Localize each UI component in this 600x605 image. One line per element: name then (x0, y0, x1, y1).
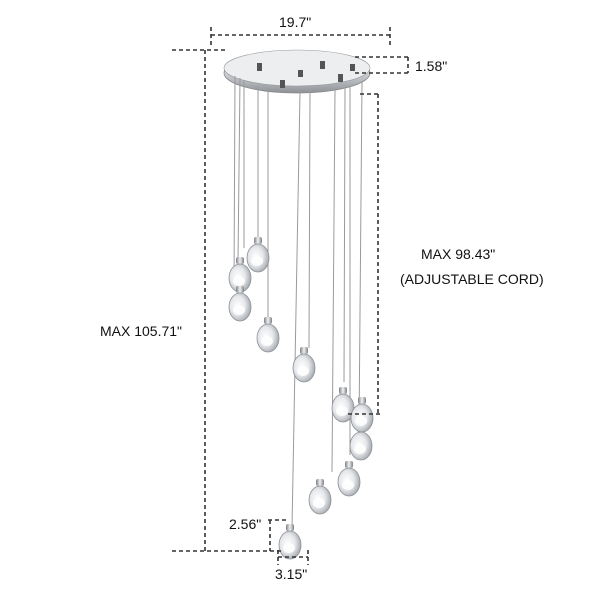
pendant-globe (350, 397, 374, 433)
pendant-cords (233, 75, 363, 529)
canopy-screw-icon (257, 63, 262, 71)
canopy-screw-icon (320, 61, 325, 69)
pendant-globe (308, 479, 332, 515)
pendant-globe (228, 286, 252, 322)
pendant-globe (256, 317, 280, 353)
max-cord-label: MAX 98.43" (421, 246, 496, 262)
max-height-label: MAX 105.71" (100, 323, 183, 339)
pendant-globe (337, 461, 361, 497)
pendant-globe (246, 237, 270, 273)
pendant-globe (228, 257, 252, 293)
pendant-globe (278, 524, 302, 560)
globe-width-label: 3.15" (275, 566, 308, 582)
canopy-screw-icon (350, 64, 355, 71)
dimension-lines (172, 27, 410, 565)
pendant-globe (292, 347, 316, 383)
canopy-screw-icon (298, 70, 303, 77)
canopy (223, 49, 371, 94)
canopy-height-label: 1.58" (415, 58, 448, 74)
adjustable-cord-label: (ADJUSTABLE CORD) (400, 271, 544, 287)
pendant-globes (228, 237, 374, 560)
canopy-screw-icon (280, 80, 285, 88)
canopy-screw-icon (338, 74, 343, 82)
canopy-width-label: 19.7" (279, 14, 312, 30)
globe-height-label: 2.56" (229, 516, 262, 532)
